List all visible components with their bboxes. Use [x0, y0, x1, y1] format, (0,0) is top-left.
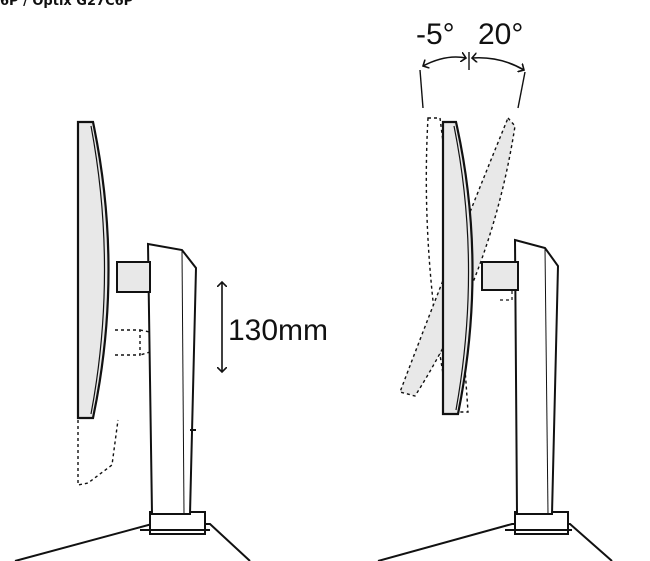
tilt-adjust-figure: -5° 20° [377, 18, 613, 561]
tilt-forward-label: -5° [416, 18, 455, 51]
height-adjust-figure: 130mm [14, 120, 328, 561]
tilt-backward-arrow [472, 58, 524, 70]
left-stand-base [14, 511, 251, 561]
page-header: 6P / Optix G27C6P [0, 0, 134, 9]
tilt-backward-label: 20° [478, 18, 523, 51]
right-stand-column [513, 238, 560, 515]
height-range-label: 130mm [228, 314, 328, 347]
right-stand-base [377, 511, 613, 561]
left-stand-column [146, 242, 198, 515]
right-hinge [481, 261, 519, 291]
left-hinge [116, 261, 151, 293]
tilt-forward-arrow [423, 57, 466, 66]
